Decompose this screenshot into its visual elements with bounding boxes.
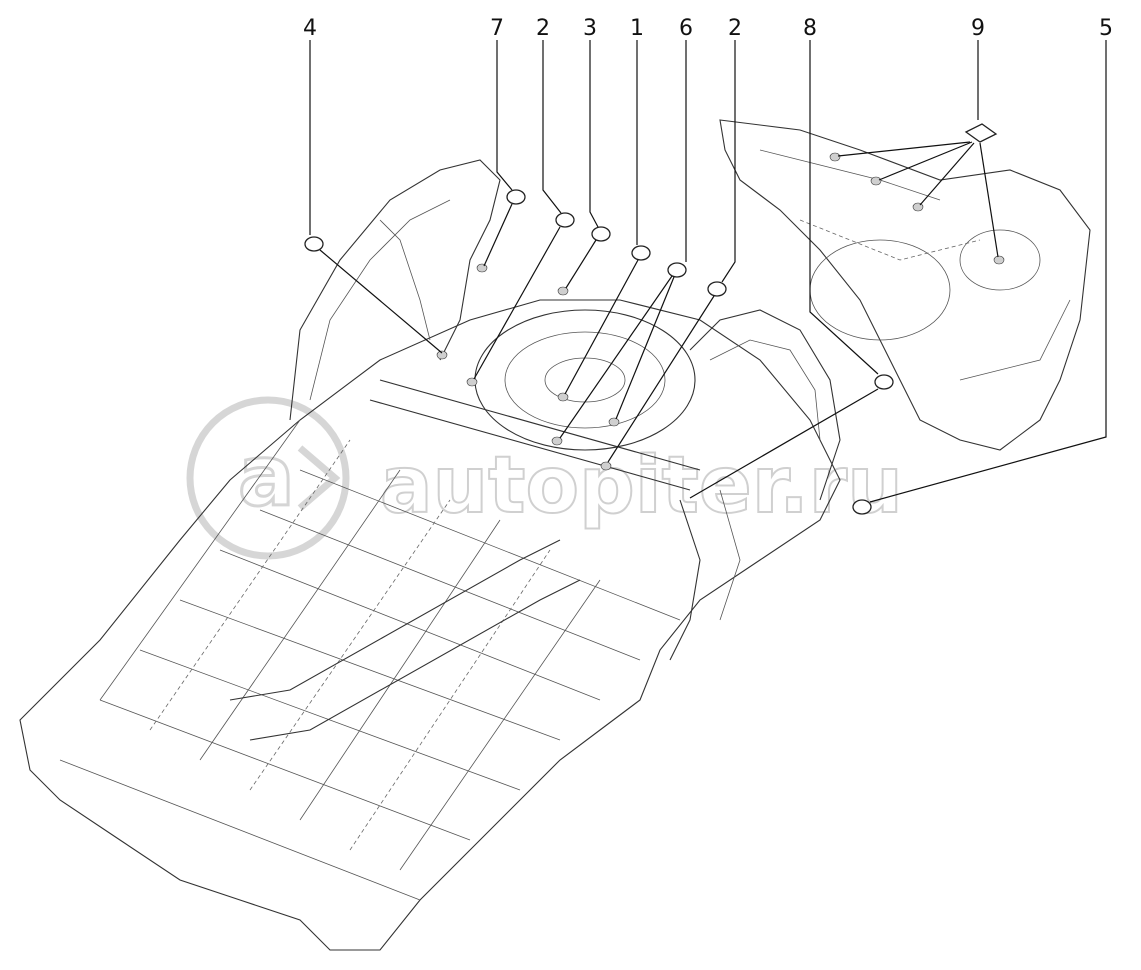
installed-plug (912, 202, 924, 212)
watermark-text: autopiter.ru (380, 441, 903, 531)
callout-label: 1 (630, 16, 644, 41)
callout-label: 3 (583, 16, 597, 41)
callout-label: 2 (728, 16, 742, 41)
installed-plug (436, 350, 448, 360)
watermark: a autopiter.ru (186, 396, 904, 560)
plug-5 (852, 499, 872, 515)
installed-plug (600, 461, 612, 471)
plug-8 (874, 374, 894, 390)
callout-label: 9 (971, 16, 985, 41)
installed-plug (466, 377, 478, 387)
installed-plug (551, 436, 563, 446)
pad-9 (964, 123, 998, 143)
callout-label: 6 (679, 16, 693, 41)
installed-plug (993, 255, 1005, 265)
plug-6 (667, 262, 687, 278)
installed-plug (557, 286, 569, 296)
plug-2a (555, 212, 575, 228)
plug-1 (631, 245, 651, 261)
callout-labels: 4 7 2 3 1 6 2 8 9 5 (303, 16, 1113, 41)
plug-4 (304, 236, 324, 252)
callout-label: 5 (1099, 16, 1113, 41)
floor-pan-assembly (19, 119, 1091, 951)
installed-plug (476, 263, 488, 273)
leader-lines (309, 40, 1107, 503)
plug-3 (591, 226, 611, 242)
plug-2b (707, 281, 727, 297)
callout-label: 8 (803, 16, 817, 41)
watermark-logo-arrow (297, 445, 341, 511)
watermark-logo (186, 396, 350, 560)
callout-label: 4 (303, 16, 317, 41)
callout-label: 2 (536, 16, 550, 41)
installed-plug (608, 417, 620, 427)
callout-label: 7 (490, 16, 504, 41)
installed-plug (870, 176, 882, 186)
plugs (304, 123, 1005, 515)
installed-plug (829, 152, 841, 162)
plug-7 (506, 189, 526, 205)
installed-plug (557, 392, 569, 402)
watermark-logo-letter: a (238, 427, 295, 525)
